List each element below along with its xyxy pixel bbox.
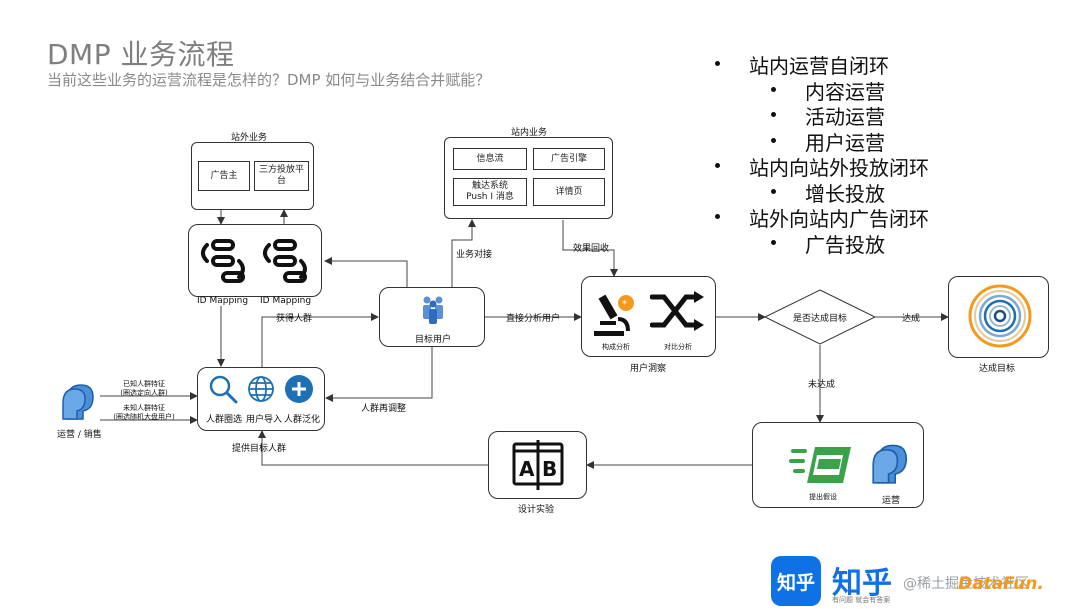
hypothesis-op-label: 运营 [882,496,901,506]
offsite-box: 广告主 三方投放平台 [191,142,314,210]
crowd-box: 人群圈选 用户导入 人群泛化 [197,367,325,431]
id-mapping-label-2: ID Mapping [260,296,312,306]
page-title: DMP 业务流程 [47,38,235,71]
speed-card-icon [789,447,851,483]
onsite-item-push: 触达系统 Push I 消息 [453,178,527,206]
insight-box: * 构成分析 对比分析 [581,276,716,357]
operator-unknown: 未知人群特征 (圈选随机大盘用户) [113,404,175,421]
flow-icon [201,239,245,283]
bullet-item: 增长投放 [805,181,885,206]
insight-label-compare: 对比分析 [664,343,692,351]
crowd-label-select: 人群圈选 [206,415,243,425]
target-user-box: 目标用户 [379,287,485,347]
crowd-caption: 提供目标人群 [232,444,287,454]
bullet-item: 站外向站内广告闭环 [749,207,929,231]
bullet-dot [771,86,776,92]
hypothesis-box: 提出假设 [752,422,924,508]
goal-box [948,276,1049,358]
goal-label: 达成目标 [979,364,1016,374]
crowd-label-generalize: 人群泛化 [284,415,321,425]
target-user-label: 目标用户 [415,335,452,345]
edge-direct: 直接分析用户 [506,314,561,324]
bullet-dot [771,112,776,117]
insight-caption: 用户洞察 [630,364,667,374]
decision-diamond [763,289,877,345]
edge-no: 未达成 [808,380,836,390]
id-mapping-box [188,224,322,297]
onsite-box: 信息流 广告引擎 触达系统 Push I 消息 详情页 [444,137,613,219]
plus-circle-icon [285,375,313,403]
bullet-dot [715,214,720,219]
bullet-dot [771,239,776,245]
bullet-item: 站内向站外投放闭环 [749,156,929,180]
onsite-title: 站内业务 [511,128,548,138]
edge-business: 业务对接 [456,250,493,260]
bullet-item: 内容运营 [805,79,885,104]
target-icon [968,284,1032,348]
bullet-item: 站内运营自闭环 [749,54,889,78]
crowd-label-import: 用户导入 [246,415,283,425]
edge-get-crowd: 获得人群 [276,314,313,324]
bullet-item: 用户运营 [805,130,885,155]
operator-icon [62,384,94,420]
bullet-item: 活动运营 [805,105,885,129]
svg-text:*: * [622,299,627,310]
bullet-item: 广告投放 [805,232,885,257]
decision-label: 是否达成目标 [793,314,848,324]
zhihu-logo: 知乎 [771,556,821,606]
offsite-title: 站外业务 [231,133,268,143]
flow-icon [263,239,307,283]
onsite-item-ad-engine: 广告引擎 [533,148,605,170]
shuffle-icon [650,291,704,331]
operator-known: 已知人群特征 (圈选定向人群) [120,380,168,397]
people-group-icon [423,296,443,324]
operator-icon [872,444,908,484]
edge-readjust: 人群再调整 [361,404,407,414]
datafun-logo: DataFun. [958,574,1044,594]
onsite-item-feed: 信息流 [453,148,527,170]
bullet-dot [715,61,720,66]
zhihu-wordmark: 知乎 [832,566,892,601]
ab-test-icon: A B [512,440,564,490]
svg-text:A: A [519,457,535,481]
id-mapping-label-1: ID Mapping [197,296,249,306]
bullet-dot [771,137,776,143]
offsite-item-advertiser: 广告主 [198,161,250,191]
watermark-handle: @稀土掘金技术社区 [903,576,1029,592]
experiment-box: A B [488,431,587,499]
insight-label-composition: 构成分析 [602,343,630,351]
operator-label: 运营 / 销售 [57,430,102,440]
bullet-dot [715,163,720,168]
svg-text:B: B [542,457,557,481]
onsite-item-detail: 详情页 [533,178,605,206]
edge-yes: 达成 [902,314,921,324]
hypothesis-label: 提出假设 [809,493,837,501]
zhihu-slogan: 有问题 就会有答案 [832,596,891,604]
edge-feedback: 效果回收 [573,244,610,254]
offsite-item-platform: 三方投放平台 [254,161,309,191]
microscope-icon: * [594,294,634,336]
bullet-dot [771,188,776,194]
search-icon [209,375,238,404]
page-subtitle: 当前这些业务的运营流程是怎样的？DMP 如何与业务结合并赋能？ [47,71,491,89]
experiment-label: 设计实验 [518,505,555,515]
globe-icon [248,376,274,402]
